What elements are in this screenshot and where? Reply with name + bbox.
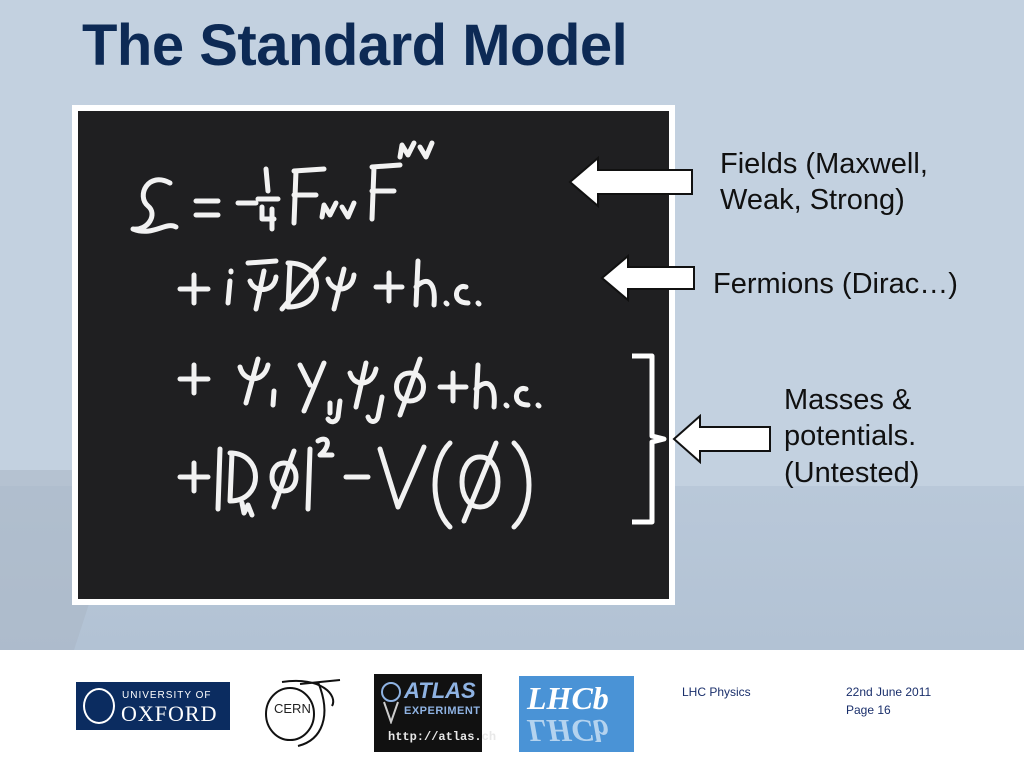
masses-annotation: Masses & potentials. (Untested) (784, 382, 919, 491)
fermions-annotation-line1: Fermions (Dirac…) (713, 268, 958, 300)
chalk-i2 (225, 268, 234, 306)
oxford-logo-line2: OXFORD (121, 701, 218, 726)
atlas-logo: ATLAS EXPERIMENT http://atlas.ch (374, 674, 496, 752)
chalk-phi4 (269, 448, 299, 510)
cern-logo: CERN (262, 676, 342, 752)
chalk-psibar (245, 258, 279, 312)
chalk-Dslash (279, 256, 327, 312)
slide-canvas: The Standard Model (0, 0, 1024, 650)
footer-date: 22nd June 2011 (846, 685, 932, 699)
fields-annotation-line1: Fields (Maxwell, (720, 148, 928, 180)
chalk-D4 (227, 450, 258, 518)
chalk-phi5 (459, 440, 501, 524)
masses-annotation-line1: Masses & (784, 384, 912, 416)
chalk-psi-i (237, 356, 277, 408)
lhcb-logo-reflection: LHCb (527, 713, 609, 749)
masses-annotation-line3: (Untested) (784, 456, 920, 489)
chalk-yij (297, 360, 343, 425)
fields-annotation-line2: Weak, Strong) (720, 184, 905, 217)
chalk-bar1 (215, 446, 223, 512)
chalk-phi3 (394, 356, 426, 418)
chalk-plus3 (177, 362, 211, 396)
atlas-figure-icon (381, 682, 401, 724)
chalk-V (377, 444, 427, 510)
chalk-bar2 (305, 436, 335, 512)
footer-page-number: Page 16 (846, 703, 891, 717)
chalk-hc2 (413, 258, 482, 308)
fields-annotation: Fields (Maxwell, Weak, Strong) (720, 146, 928, 219)
chalkboard (78, 111, 669, 599)
oxford-logo: UNIVERSITY OF OXFORD (76, 682, 230, 730)
lhcb-logo-word: LHCb (527, 680, 609, 716)
atlas-logo-word: ATLAS (404, 678, 476, 703)
right-bracket-icon (632, 353, 667, 525)
chalk-equals (193, 198, 221, 218)
oxford-crest-icon (83, 688, 115, 724)
chalk-psi2 (325, 266, 357, 312)
chalk-fraction (255, 166, 281, 232)
chalk-F1 (291, 166, 327, 226)
chalk-plus2b (373, 270, 405, 304)
chalk-hc3 (473, 362, 542, 410)
atlas-logo-subtitle: EXPERIMENT (404, 705, 481, 717)
chalk-munu1 (319, 200, 357, 220)
lagrangian-chalk-drawing (130, 140, 542, 530)
masses-arrow-icon (672, 414, 771, 464)
fields-arrow-icon (568, 156, 693, 208)
fermions-arrow-icon (600, 254, 695, 302)
chalk-plus3b (437, 370, 469, 404)
masses-annotation-line2: potentials. (784, 420, 917, 453)
chalk-plus4 (177, 460, 211, 494)
cern-logo-text: CERN (274, 701, 311, 716)
atlas-logo-url: http://atlas.ch (388, 730, 497, 744)
footer-course-title: LHC Physics (682, 685, 751, 699)
chalkboard-photo (72, 105, 675, 605)
chalk-paren-open (432, 440, 453, 530)
slide-footer: UNIVERSITY OF OXFORD CERN ATLAS EXPERIME… (0, 650, 1024, 768)
chalk-munu2 (397, 140, 435, 160)
cern-rings-icon (265, 679, 341, 747)
chalk-psi-j (347, 360, 385, 424)
fermions-annotation: Fermions (Dirac…) (713, 266, 958, 302)
chalk-plus2 (177, 272, 211, 306)
oxford-logo-line1: UNIVERSITY OF (122, 690, 212, 701)
chalk-F2 (369, 162, 403, 222)
chalk-script-L (130, 177, 179, 234)
lhcb-logo: LHCb LHCb (519, 676, 634, 752)
chalk-paren-close (511, 440, 532, 530)
slide-title: The Standard Model (82, 13, 628, 78)
